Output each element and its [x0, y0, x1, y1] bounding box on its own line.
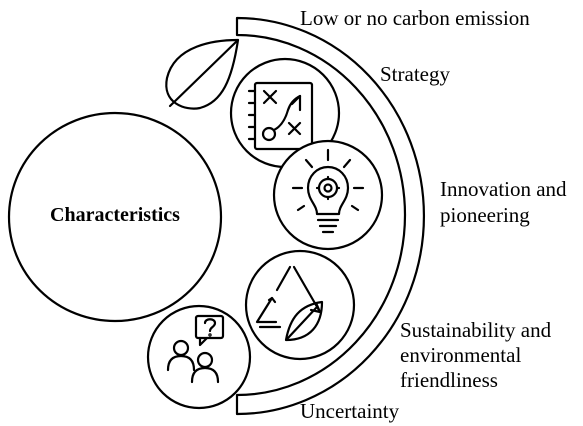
people-question-icon [146, 304, 252, 410]
label-sustainability-line2: environmental [400, 343, 522, 367]
recycle-leaf-icon [244, 249, 356, 361]
label-innovation-line2: pioneering [440, 203, 530, 227]
arc-band [235, 16, 426, 416]
characteristics-circle [7, 111, 223, 323]
center-label: Characteristics [50, 204, 180, 226]
strategy-plan-icon [229, 57, 341, 169]
lightbulb-gear-icon [272, 139, 384, 251]
label-sustainability-line3: friendliness [400, 368, 498, 392]
label-sustainability-line1: Sustainability and [400, 318, 552, 342]
leaf-icon [165, 38, 240, 110]
label-strategy: Strategy [380, 62, 450, 86]
label-innovation-line1: Innovation and [440, 177, 567, 201]
label-uncertainty: Uncertainty [300, 399, 400, 423]
label-low-carbon: Low or no carbon emission [300, 6, 530, 30]
